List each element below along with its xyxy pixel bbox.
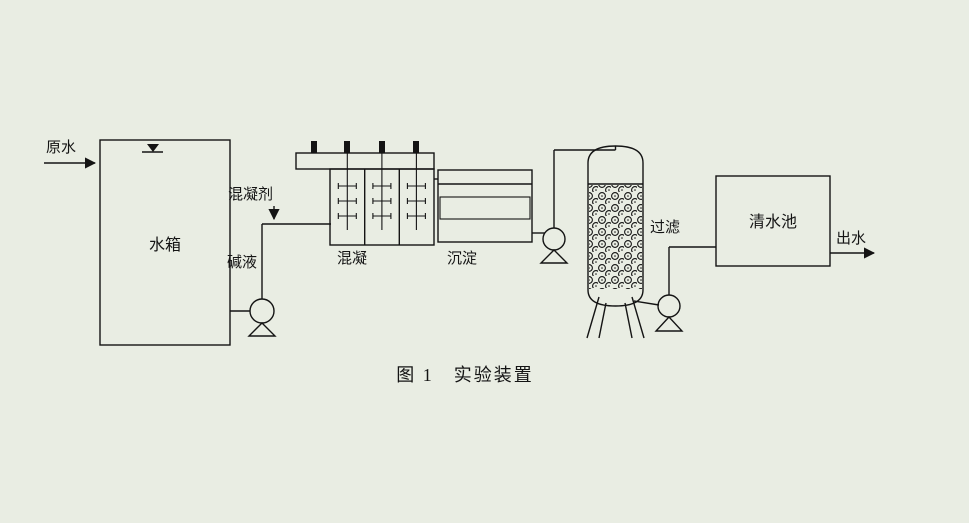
water-tank-label: 水箱 [149, 236, 181, 254]
motor-stub-icon [413, 141, 419, 153]
pump-base [539, 249, 569, 264]
stirrer-icon [337, 153, 357, 230]
figure-caption: 图 1 实验装置 [396, 365, 534, 385]
stirrer-icon [406, 153, 426, 230]
filter-top-dome [587, 145, 644, 164]
clear-water-pump [633, 246, 716, 332]
coagulation-label: 混凝 [337, 250, 367, 267]
water-level-icon [147, 144, 159, 152]
water-tank: 水箱 [99, 139, 231, 346]
coagulant-label: 混凝剂 [228, 186, 273, 203]
pump-icon [657, 294, 681, 318]
alkali-label: 碱液 [227, 254, 257, 271]
stand-leg [624, 302, 633, 339]
clear-water-tank-label: 清水池 [749, 213, 797, 231]
filtration-label: 过滤 [650, 219, 680, 236]
raw-water-inlet: 原水 [44, 139, 97, 169]
effluent-outlet: 出水 [830, 230, 876, 259]
filter-bottom-dome [587, 289, 644, 307]
pump-icon [542, 227, 566, 251]
inclined-plates-icon [439, 196, 531, 220]
clear-water-tank-body [715, 175, 831, 267]
filter-feed-pump [539, 146, 617, 264]
chemical-dosing: 混凝剂 碱液 [227, 186, 280, 271]
sedimentation-tank: 沉淀 [437, 169, 545, 267]
filter-outlet-pipe [633, 300, 660, 306]
motor-stub-icon [379, 141, 385, 153]
stand-leg [586, 296, 600, 339]
coagulation-unit: 混凝 [295, 141, 438, 267]
settler-body [437, 169, 533, 243]
pump-base [654, 315, 684, 332]
water-tank-body [99, 139, 231, 346]
stand-leg [598, 302, 607, 339]
motor-stub-icon [344, 141, 350, 153]
raw-water-label: 原水 [46, 139, 76, 156]
stand-leg [631, 296, 645, 339]
motor-stub-icon [311, 141, 317, 153]
pump-icon [249, 298, 275, 324]
mixer-header-trough [295, 152, 435, 170]
feed-pump [230, 223, 331, 337]
effluent-label: 出水 [836, 230, 866, 247]
clear-water-tank: 清水池 [715, 175, 831, 267]
filter-column: 过滤 [586, 145, 680, 339]
pump-base [247, 322, 277, 337]
stirrer-icon [372, 153, 392, 230]
sedimentation-label: 沉淀 [447, 250, 477, 267]
filter-media-icon [589, 185, 642, 289]
